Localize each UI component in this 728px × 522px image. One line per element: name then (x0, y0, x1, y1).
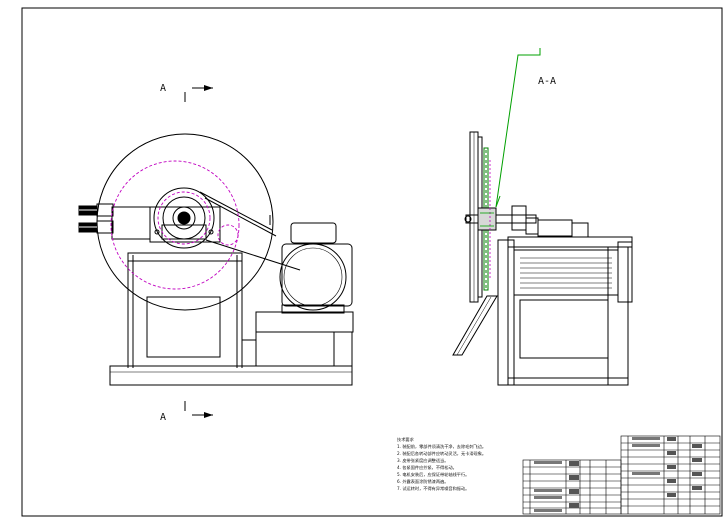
section-frame (507, 246, 629, 386)
tech-req-item: 7. 试运转时，不得有异常噪音和振动。 (397, 485, 469, 492)
section-hatching (469, 212, 494, 227)
tech-req-item: 2. 装配后各转动部件应转动灵活，无卡滞现象。 (397, 450, 486, 457)
section-marker-bottom: A (160, 401, 213, 423)
tech-req-item: 4. 各紧固件应拧紧，不得松动。 (397, 464, 457, 471)
section-view (452, 131, 633, 386)
belt-upper (199, 191, 273, 231)
tech-req-heading: 技术要求 (397, 436, 415, 443)
svg-text:A: A (160, 83, 166, 94)
base-frame (109, 365, 353, 386)
pulley-circle (153, 187, 215, 249)
hidden-lines (110, 160, 240, 290)
tech-req-item: 5. 电机安装后，应保证带轮轴线平行。 (397, 471, 469, 478)
belt-lower (205, 239, 301, 271)
tech-req-item: 3. 皮带张紧度应调整适当。 (397, 457, 448, 464)
front-view (78, 133, 354, 386)
section-marker-top: A (160, 83, 213, 102)
technical-requirements: 技术要求 1. 装配前，零部件须清洗干净，去除毛刺飞边。 2. 装配后各转动部件… (397, 436, 486, 492)
title-block (522, 435, 721, 515)
motor-end-circle (279, 243, 347, 311)
section-view-label: A-A (538, 76, 556, 87)
motor-body (281, 243, 353, 307)
svg-text:A: A (160, 412, 166, 423)
tech-req-item: 6. 外露表面涂防锈漆两遍。 (397, 478, 448, 485)
section-leader-line (495, 48, 541, 208)
tech-req-item: 1. 装配前，零部件须清洗干净，去除毛刺飞边。 (397, 443, 486, 450)
drawing-border (21, 7, 723, 517)
